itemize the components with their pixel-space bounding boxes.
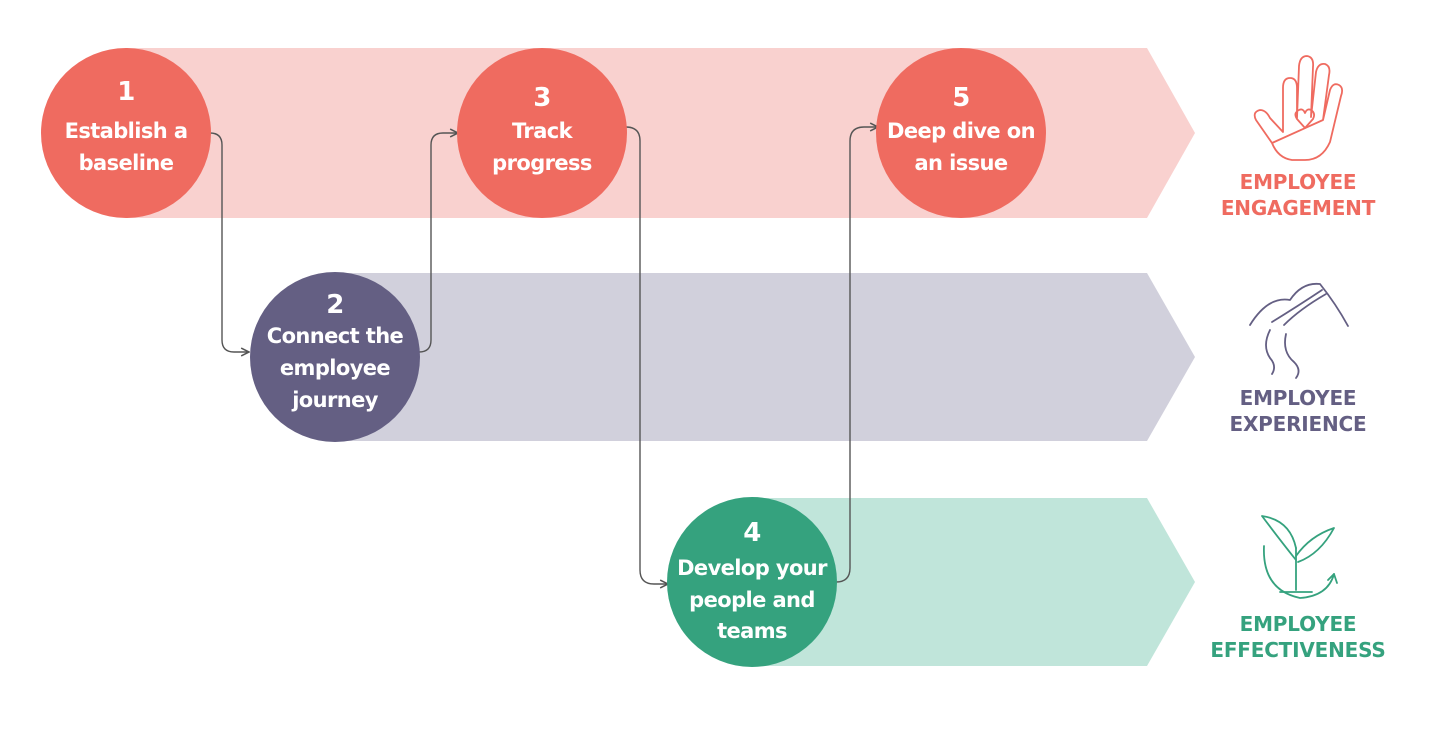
step-5-circle [876,48,1046,218]
step-1-label-line-1: Establish a [65,119,188,143]
step-5: 5 Deep dive on an issue [876,48,1046,218]
connector-3-to-4 [625,126,668,584]
effectiveness-label: EMPLOYEE EFFECTIVENESS [1210,612,1385,662]
step-2-circle [250,272,420,442]
step-3: 3 Track progress [457,48,627,218]
engagement-label-line-2: ENGAGEMENT [1221,196,1376,220]
connector-4-to-5 [835,127,878,583]
step-3-label-line-1: Track [512,119,574,143]
connectors-layer [209,126,878,584]
step-1: 1 Establish a baseline [41,48,211,218]
step-2-label-line-2: employee [280,356,391,380]
step-3-circle [457,48,627,218]
sprout-cycle-icon [1261,515,1338,599]
mountain-road-icon [1249,282,1349,379]
effectiveness-band [750,498,1195,666]
engagement-label-line-1: EMPLOYEE [1240,170,1357,194]
step-4-label-line-1: Develop your [677,556,828,580]
connector-2-to-3 [418,133,458,353]
step-1-label-line-2: baseline [79,151,174,175]
step-2-label-line-1: Connect the [267,324,404,348]
step-3-label-line-2: progress [492,151,592,175]
step-3-number: 3 [533,83,551,113]
step-4-number: 4 [743,518,761,548]
step-4-label-line-3: teams [717,619,787,643]
experience-label: EMPLOYEE EXPERIENCE [1230,386,1367,436]
step-1-number: 1 [117,77,135,107]
step-4: 4 Develop your people and teams [667,497,837,667]
connector-1-to-2 [209,132,249,352]
engagement-label: EMPLOYEE ENGAGEMENT [1221,170,1376,220]
experience-band [335,273,1195,441]
step-5-label-line-2: an issue [914,151,1007,175]
effectiveness-label-line-2: EFFECTIVENESS [1210,638,1385,662]
step-2: 2 Connect the employee journey [250,272,420,442]
step-4-circle [667,497,837,667]
hand-heart-icon [1253,55,1344,161]
step-5-number: 5 [952,83,970,113]
step-4-label-line-2: people and [689,588,815,612]
step-2-number: 2 [326,290,344,320]
step-5-label-line-1: Deep dive on [887,119,1035,143]
step-2-label-line-3: journey [291,388,379,412]
step-1-circle [41,48,211,218]
experience-label-line-1: EMPLOYEE [1240,386,1357,410]
experience-label-line-2: EXPERIENCE [1230,412,1367,436]
effectiveness-label-line-1: EMPLOYEE [1240,612,1357,636]
